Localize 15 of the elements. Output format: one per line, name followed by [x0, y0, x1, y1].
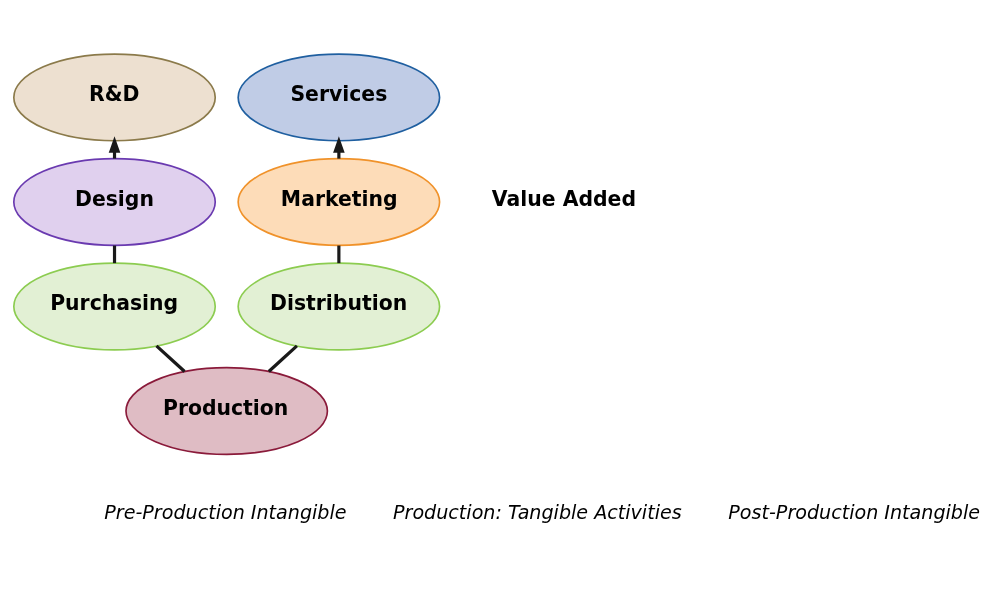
connector [155, 344, 186, 373]
connector [267, 344, 298, 373]
node-ellipse: Design [13, 157, 217, 246]
node-ellipse: Distribution [237, 261, 441, 351]
node-ellipse: R&D [13, 52, 217, 142]
node-ellipse: Purchasing [13, 261, 217, 351]
label: Value Added [491, 186, 636, 211]
label: Production: Tangible Activities [393, 500, 682, 524]
label: Post-Production Intangible [728, 500, 981, 524]
connector [112, 245, 117, 263]
node-ellipse: Production [125, 366, 329, 455]
label: Pre-Production Intangible [104, 500, 347, 524]
node-ellipse: Services [237, 52, 441, 142]
node-ellipse: Marketing [237, 157, 441, 246]
connector [337, 245, 341, 263]
